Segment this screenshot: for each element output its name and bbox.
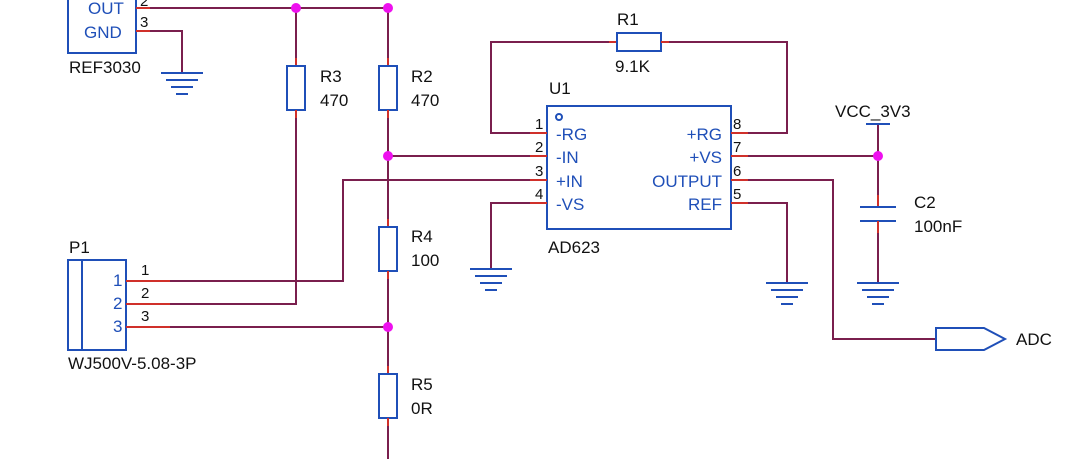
u1-pin5-name: REF [688,195,722,214]
c2-ref-label: C2 [914,193,936,212]
junction-vcc [873,151,883,161]
u1-pin4-name: -VS [556,195,584,214]
wire-output [748,179,936,340]
u1-pin8-number: 8 [733,116,741,133]
adc-port: ADC [935,327,1052,351]
r4-ref-label: R4 [411,227,433,246]
r1-ref-label: R1 [617,10,639,29]
u1-pin6-number: 6 [733,163,741,180]
ref3030-pin-gnd-label: GND [84,23,122,42]
wire-r1-left [490,41,617,134]
u1-ref-label: U1 [549,79,571,98]
ref3030-pin-out-label: OUT [88,0,124,18]
p1-inner-pin2: 2 [113,294,122,313]
resistor-r2: R2 470 [378,58,439,118]
p1-inner-pin1: 1 [113,271,122,290]
u1-pin7-number: 7 [733,139,741,156]
wire-ref-pin [748,202,788,282]
wire-r3-to-p1-pin2 [170,110,297,305]
ref3030-body [67,0,137,54]
resistor-r4: R4 100 [378,219,439,279]
u1-pin7-name: +VS [689,148,722,167]
connector-p1: P1 1 2 3 1 2 3 WJ500V-5.08-3P [67,238,197,373]
ground-symbol-ref3030 [161,72,203,95]
u1-pin5-number: 5 [733,186,741,203]
u1-body [546,105,732,230]
capacitor-c2: C2 100nF [860,193,962,236]
junction-ref-out-r3 [291,3,301,13]
u1-pin6-name: OUTPUT [652,172,722,191]
r1-body [616,32,662,52]
vcc-label: VCC_3V3 [835,102,911,121]
u1-ad623: U1 AD623 1 2 3 4 -RG -IN +IN -VS 8 7 6 5… [530,79,748,257]
r3-ref-label: R3 [320,67,342,86]
vcc-power-port: VCC_3V3 [835,102,911,125]
ref3030-part-label: REF3030 [69,58,141,77]
adc-port-symbol [935,327,1008,351]
wire-minus-vs [490,202,530,268]
p1-outer-pin3: 3 [141,308,149,325]
junction-p1-pin3 [383,322,393,332]
ground-symbol-c2 [857,282,899,305]
u1-part-label: AD623 [548,238,600,257]
resistor-r1: R1 9.1K [609,10,669,76]
wires [150,7,936,459]
ground-symbol-ref-pin [766,282,808,305]
p1-part-label: WJ500V-5.08-3P [68,354,197,373]
junction-dots [291,3,883,332]
u1-pin3-name: +IN [556,172,583,191]
r2-ref-label: R2 [411,67,433,86]
ref3030-component: OUT GND 2 3 REF3030 [67,0,150,77]
p1-body [67,259,127,351]
r3-value-label: 470 [320,91,348,110]
junction-ref-out-r2 [383,3,393,13]
wire-ref-gnd [150,30,183,72]
wire-r1-right [661,41,788,134]
u1-pin1-number: 1 [535,116,543,133]
ref3030-pin2-number: 2 [140,0,148,10]
resistor-r3: R3 470 [286,58,348,118]
u1-pin2-name: -IN [556,148,579,167]
wire-plus-in [170,179,530,282]
r1-value-label: 9.1K [615,57,651,76]
r5-value-label: 0R [411,399,433,418]
adc-label: ADC [1016,330,1052,349]
u1-pin4-number: 4 [535,186,543,203]
u1-pin1-name: -RG [556,125,587,144]
r4-body [378,226,398,272]
r3-body [286,65,306,111]
ground-symbol-minus-vs [470,268,512,291]
ref3030-pin3-number: 3 [140,14,148,31]
p1-ref-label: P1 [69,238,90,257]
u1-pin1-marker [555,113,563,121]
r5-body [378,373,398,419]
p1-outer-pin1: 1 [141,262,149,279]
r2-body [378,65,398,111]
c2-value-label: 100nF [914,217,962,236]
r4-value-label: 100 [411,251,439,270]
p1-outer-pin2: 2 [141,285,149,302]
p1-inner-pin3: 3 [113,317,122,336]
resistor-r5: R5 0R [378,366,433,426]
r2-value-label: 470 [411,91,439,110]
u1-pin2-number: 2 [535,139,543,156]
r5-ref-label: R5 [411,375,433,394]
u1-pin8-name: +RG [687,125,722,144]
u1-pin3-number: 3 [535,163,543,180]
junction-minus-in [383,151,393,161]
